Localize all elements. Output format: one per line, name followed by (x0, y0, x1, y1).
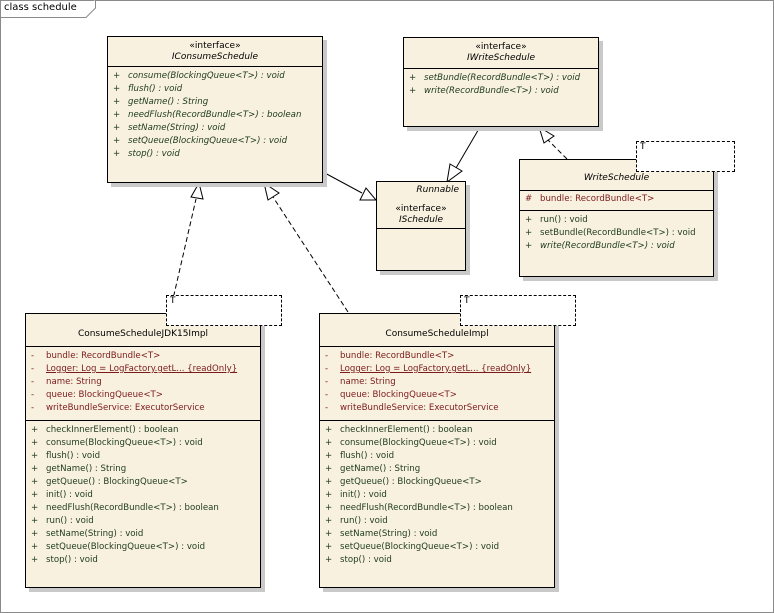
operation-row: +setName(String) : void (31, 529, 144, 539)
operation-row: +getName() : String (325, 464, 421, 474)
operation-row: +setBundle(RecordBundle<T>) : void (525, 228, 696, 238)
iwrite-divider (404, 68, 598, 69)
operation-row: +getQueue() : BlockingQueue<T> (325, 477, 482, 487)
operation-row: +getQueue() : BlockingQueue<T> (31, 477, 188, 487)
operation-row: +flush() : void (31, 451, 101, 461)
operation-row: +stop() : void (113, 149, 180, 159)
jdk15-divider-1 (26, 346, 260, 347)
iconsume-divider (108, 66, 322, 67)
write-attributes: #bundle: RecordBundle<T> (520, 191, 713, 208)
operation-row: +run() : void (325, 516, 388, 526)
operation-row: +getName() : String (31, 464, 127, 474)
operation-row: +flush() : void (325, 451, 395, 461)
iwrite-operations: +setBundle(RecordBundle<T>) : void +writ… (404, 69, 598, 101)
impl-template-param: T (460, 295, 576, 326)
write-operations: +run() : void +setBundle(RecordBundle<T>… (520, 211, 713, 256)
iconsume-name: IConsumeSchedule (171, 52, 259, 62)
operation-row: +run() : void (525, 215, 588, 225)
operation-row: +needFlush(RecordBundle<T>) : boolean (31, 503, 219, 513)
write-name: WriteSchedule (583, 173, 650, 183)
operation-row: +consume(BlockingQueue<T>) : void (113, 71, 285, 81)
jdk15-name: ConsumeScheduleJDK15Impl (77, 329, 209, 339)
frame-tab-outline (0, 0, 96, 18)
operation-row: +getName() : String (113, 97, 209, 107)
operation-row: +setQueue(BlockingQueue<T>) : void (31, 542, 206, 552)
operation-row: +write(RecordBundle<T>) : void (525, 241, 675, 251)
attribute-row: -queue: BlockingQueue<T> (31, 390, 163, 400)
impl-divider-2 (320, 420, 554, 421)
class-ischedule[interactable]: Runnable «interface» ISchedule (376, 181, 466, 271)
operation-row: +setBundle(RecordBundle<T>) : void (409, 73, 581, 83)
impl-operations: +checkInnerElement() : boolean +consume(… (320, 421, 554, 570)
attribute-row: #bundle: RecordBundle<T> (525, 194, 655, 204)
attribute-row: -Logger: Log = LogFactory.getL... {readO… (31, 364, 238, 374)
iwrite-stereotype: «interface» (475, 42, 527, 52)
operation-row: +setQueue(BlockingQueue<T>) : void (113, 136, 288, 146)
realization-write-to-iwrite (538, 125, 568, 160)
operation-row: +consume(BlockingQueue<T>) : void (325, 438, 497, 448)
attribute-row: -bundle: RecordBundle<T> (325, 351, 455, 361)
impl-attributes: -bundle: RecordBundle<T> -Logger: Log = … (320, 347, 554, 418)
frame-tab: class schedule (0, 0, 96, 18)
frame-title: class schedule (4, 2, 77, 13)
class-writeschedule[interactable]: WriteSchedule #bundle: RecordBundle<T> +… (519, 159, 714, 277)
iconsume-operations: +consume(BlockingQueue<T>) : void +flush… (108, 67, 322, 164)
operation-row: +stop() : void (325, 555, 392, 565)
ischedule-stereotype: «interface» (395, 204, 447, 214)
write-divider-1 (520, 190, 713, 191)
class-iwriteschedule[interactable]: «interface» IWriteSchedule +setBundle(Re… (403, 37, 599, 127)
attribute-row: -bundle: RecordBundle<T> (31, 351, 161, 361)
class-consumeschedulejdk15impl[interactable]: ConsumeScheduleJDK15Impl -bundle: Record… (25, 313, 261, 588)
operation-row: +init() : void (31, 490, 93, 500)
attribute-row: -queue: BlockingQueue<T> (325, 390, 457, 400)
jdk15-operations: +checkInnerElement() : boolean +consume(… (26, 421, 260, 570)
operation-row: +flush() : void (113, 84, 183, 94)
write-divider-2 (520, 210, 713, 211)
operation-row: +stop() : void (31, 555, 98, 565)
operation-row: +checkInnerElement() : boolean (325, 425, 473, 435)
attribute-row: -writeBundleService: ExecutorService (31, 403, 205, 413)
iconsume-stereotype: «interface» (189, 41, 241, 51)
operation-row: +needFlush(RecordBundle<T>) : boolean (113, 110, 302, 120)
operation-row: +write(RecordBundle<T>) : void (409, 86, 559, 96)
jdk15-attributes: -bundle: RecordBundle<T> -Logger: Log = … (26, 347, 260, 418)
operation-row: +run() : void (31, 516, 94, 526)
class-iconsumeschedule[interactable]: «interface» IConsumeSchedule +consume(Bl… (107, 36, 323, 183)
realization-jdk15-to-iconsume (169, 181, 204, 313)
generalization-iwrite-to-ischedule (446, 126, 481, 184)
jdk15-template-param: T (166, 295, 282, 326)
generalization-iconsume-to-ischedule (322, 171, 378, 201)
operation-row: +consume(BlockingQueue<T>) : void (31, 438, 203, 448)
impl-divider-1 (320, 346, 554, 347)
class-consumescheduleimpl[interactable]: ConsumeScheduleImpl -bundle: RecordBundl… (319, 313, 555, 588)
operation-row: +checkInnerElement() : boolean (31, 425, 179, 435)
operation-row: +needFlush(RecordBundle<T>) : boolean (325, 503, 513, 513)
ischedule-divider (377, 228, 465, 229)
operation-row: +init() : void (325, 490, 387, 500)
jdk15-divider-2 (26, 420, 260, 421)
impl-name: ConsumeScheduleImpl (385, 329, 489, 339)
operation-row: +setName(String) : void (325, 529, 438, 539)
operation-row: +setQueue(BlockingQueue<T>) : void (325, 542, 500, 552)
ischedule-name: ISchedule (398, 215, 443, 225)
operation-row: +setName(String) : void (113, 123, 226, 133)
write-template-param: T (636, 141, 735, 172)
attribute-row: -name: String (325, 377, 396, 387)
ischedule-super-runnable: Runnable (416, 185, 459, 195)
realization-impl-to-iconsume (263, 181, 349, 313)
attribute-row: -Logger: Log = LogFactory.getL... {readO… (325, 364, 532, 374)
iwrite-name: IWriteSchedule (466, 53, 536, 63)
attribute-row: -name: String (31, 377, 102, 387)
attribute-row: -writeBundleService: ExecutorService (325, 403, 499, 413)
